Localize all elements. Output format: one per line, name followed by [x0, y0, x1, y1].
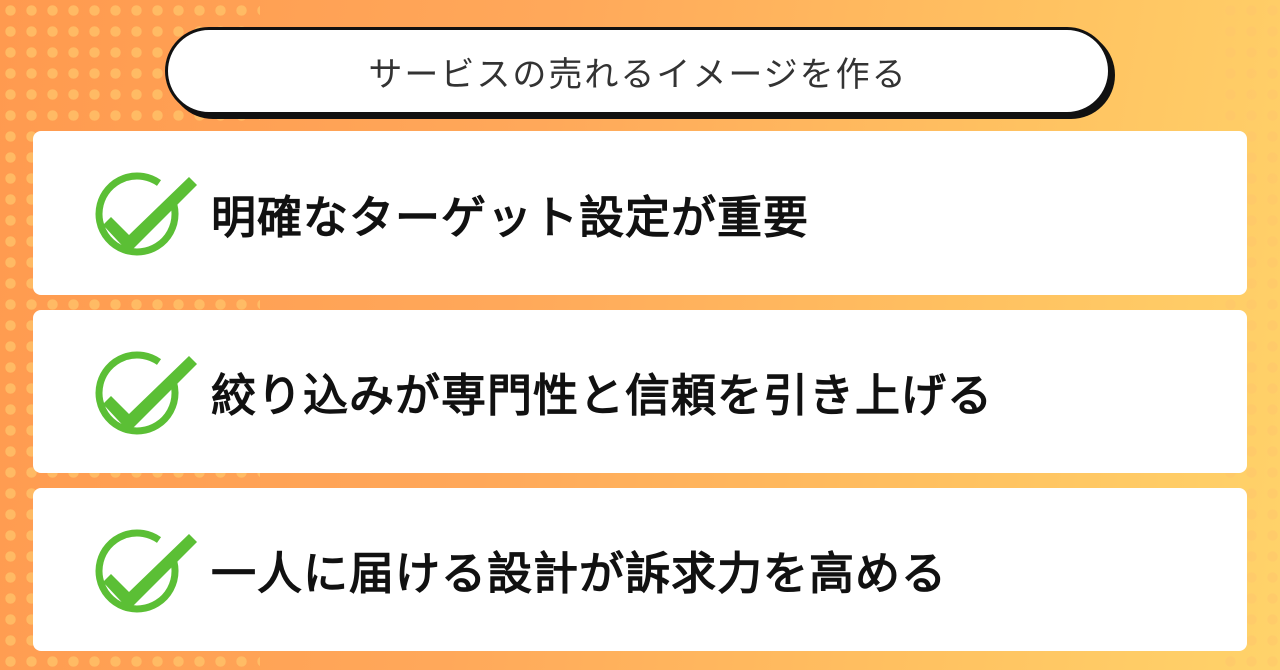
check-circle-icon [95, 529, 197, 612]
list-item: 一人に届ける設計が訴求力を高める [33, 488, 1247, 651]
item-label: 明確なターゲット設定が重要 [211, 190, 810, 244]
check-circle-icon [95, 172, 197, 256]
check-circle-icon [95, 351, 197, 434]
list-item: 絞り込みが専門性と信頼を引き上げる [33, 310, 1247, 473]
item-label: 絞り込みが専門性と信頼を引き上げる [211, 369, 994, 422]
title-text: サービスの売れるイメージを作る [368, 54, 908, 95]
item-label: 一人に届ける設計が訴求力を高める [211, 547, 948, 600]
list-item: 明確なターゲット設定が重要 [33, 131, 1247, 295]
title-banner: サービスの売れるイメージを作る [165, 27, 1111, 115]
